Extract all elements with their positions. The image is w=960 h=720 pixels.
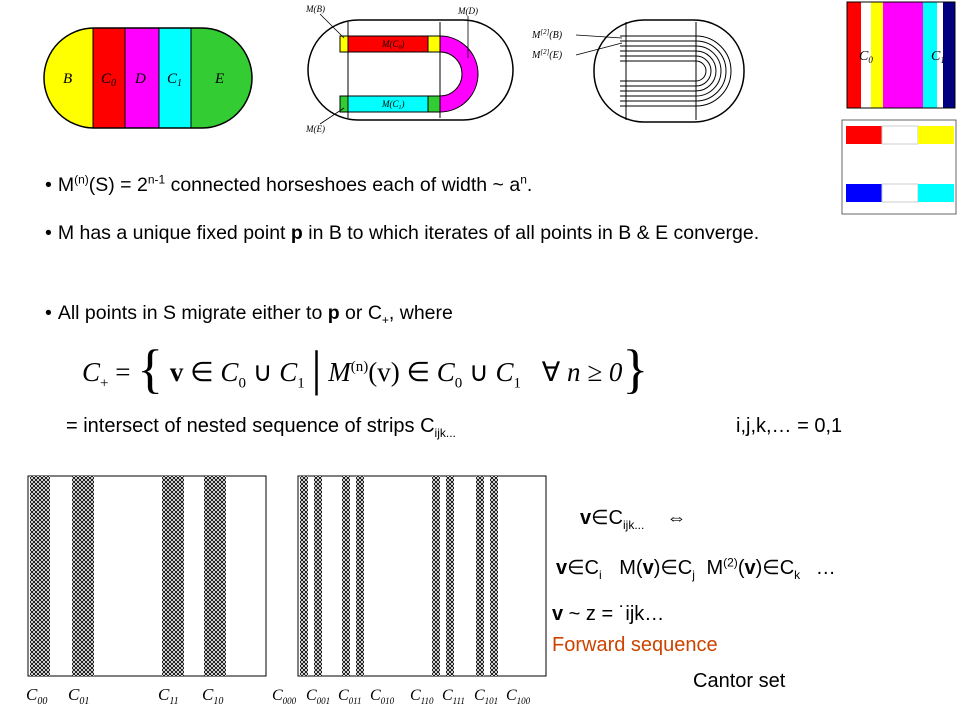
color-grid-figure: [841, 119, 957, 215]
strip-c001: [314, 476, 322, 676]
bullet-horseshoes: •M(n)(S) = 2n-1 connected horseshoes eac…: [45, 172, 533, 197]
strip-c100: [490, 476, 498, 676]
bullet-fixed-point: •M has a unique fixed point p in B to wh…: [45, 222, 760, 244]
strip-c10: [204, 476, 226, 676]
cantor-first-figure: C00 C01 C11 C10: [26, 475, 267, 707]
strip-c11: [162, 476, 184, 676]
bullet-migrate: •All points in S migrate either to p or …: [45, 302, 453, 327]
strip-c110: [432, 476, 440, 676]
label-d: D: [134, 71, 146, 87]
strip-c010: [356, 476, 364, 676]
label-c01: C01: [68, 685, 89, 707]
label-c11: C11: [158, 685, 179, 707]
label-c011: C011: [338, 687, 362, 706]
label-e: E: [214, 71, 224, 87]
iterate-line: v∈Ci M(v)∈Cj M(2)(v)∈Ck …: [556, 555, 836, 582]
label-c111: C111: [442, 687, 465, 706]
strip-c01: [72, 476, 94, 676]
label-c001: C001: [306, 687, 330, 706]
label-m-d: M(D): [457, 6, 478, 16]
label-c10: C10: [202, 685, 223, 707]
sequence-line: v ~ z = ˙ijk…: [552, 603, 665, 625]
label-c100: C100: [506, 687, 531, 706]
horseshoe-figure: M(B) M(D) M(C0) M(C1) M(E): [305, 4, 514, 134]
region-d: [125, 28, 159, 128]
c-plus-formula: C+ = { v ∈ C0 ∪ C1 | M(n)(v) ∈ C0 ∪ C1 ∀…: [82, 339, 649, 399]
label-m2-e: M[2](E): [531, 48, 563, 61]
label-c00: C00: [26, 685, 47, 707]
color-strip-figure: C0 C1: [846, 1, 956, 109]
second-iterate-figure: M[2](B) M[2](E): [531, 19, 745, 123]
label-m-b: M(B): [305, 4, 325, 14]
strip-c00: [30, 476, 50, 676]
region-c0: [93, 28, 125, 128]
label-m-e: M(E): [305, 124, 325, 134]
region-c1: [159, 28, 191, 128]
label-c010: C010: [370, 687, 395, 706]
cantor-second-figure: C000 C001 C011 C010 C110 C111 C101 C100: [272, 475, 547, 706]
strip-c111: [446, 476, 454, 676]
strip-c000: [300, 476, 308, 676]
label-c101: C101: [474, 687, 498, 706]
indices-line: i,j,k,… = 0,1: [736, 415, 843, 437]
label-c000: C000: [272, 687, 297, 706]
forward-sequence-label: Forward sequence: [552, 634, 718, 656]
intersect-line: = intersect of nested sequence of strips…: [66, 415, 456, 440]
strip-c011: [342, 476, 350, 676]
strip-c101: [476, 476, 484, 676]
membership-line: v∈Cijk...⇔: [580, 507, 687, 532]
label-b: B: [63, 71, 72, 87]
label-m2-b: M[2](B): [531, 28, 563, 41]
cantor-set-label: Cantor set: [693, 670, 786, 692]
stadium-figure: B C0 D C1 E: [43, 27, 253, 129]
label-c110: C110: [410, 687, 434, 706]
